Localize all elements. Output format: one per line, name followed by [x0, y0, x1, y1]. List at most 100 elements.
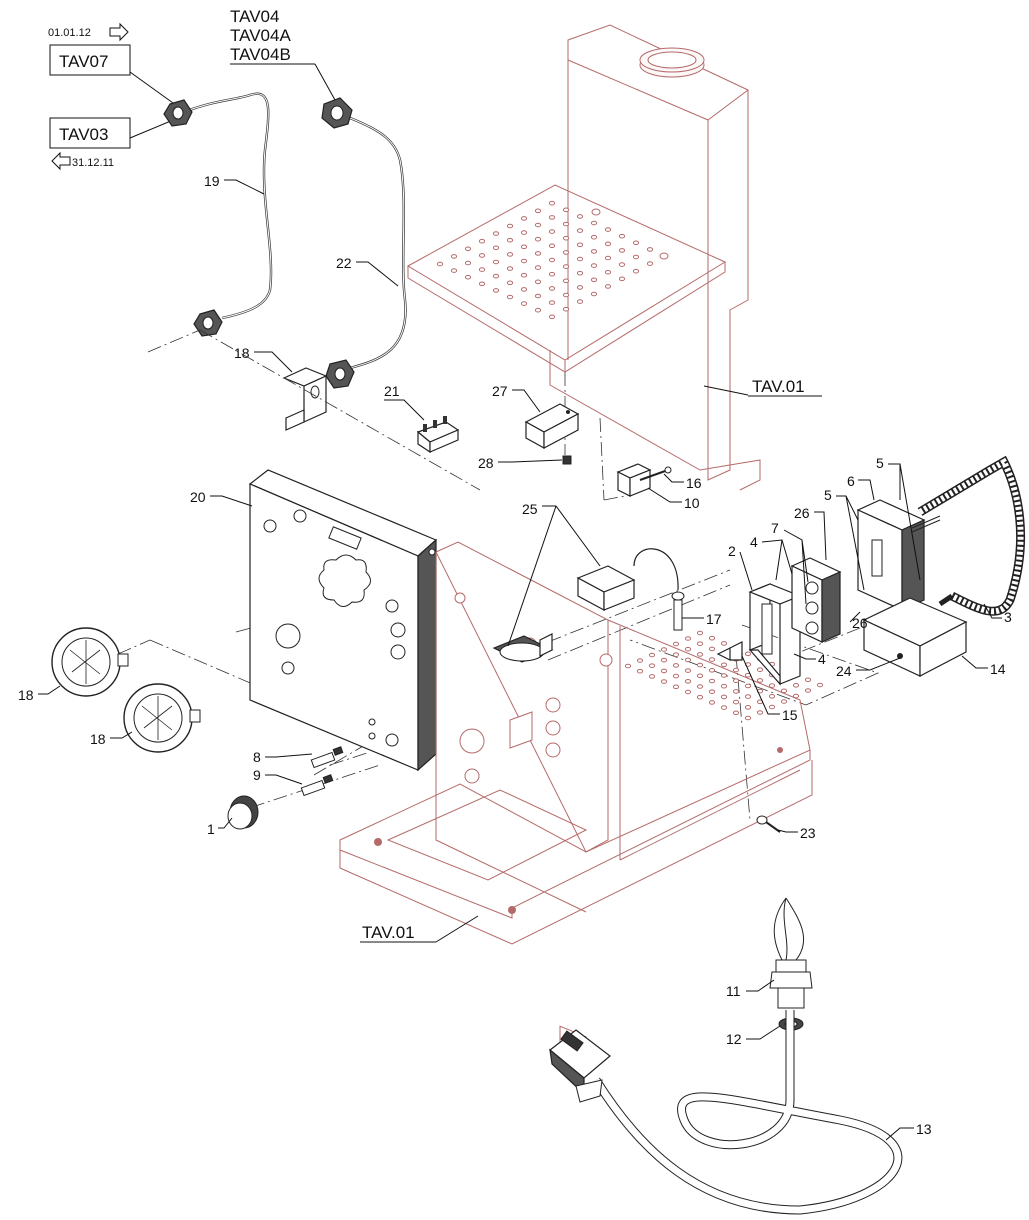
- arrow-left-icon: [51, 151, 71, 171]
- model-header-group: TAV04 TAV04A TAV04B: [230, 7, 336, 101]
- callout-20-text: 20: [190, 489, 206, 505]
- callout-1-text: 1: [207, 821, 215, 837]
- electronic-control-unit: [862, 593, 968, 677]
- callout-4a-text: 4: [750, 534, 758, 550]
- pressure-gauge-icon: [51, 627, 129, 697]
- front-panel: [248, 469, 438, 772]
- water-tank-housing: [567, 24, 749, 481]
- callout-12: 12: [726, 1025, 781, 1047]
- assembly-ref-upper-text: TAV.01: [752, 377, 805, 396]
- callout-2: 2: [728, 543, 753, 591]
- model-tag-tav07: TAV07: [49, 44, 131, 76]
- revision-from-date: 01.01.12: [48, 27, 91, 39]
- connector-cover: [856, 499, 926, 611]
- callout-18-gauge-top: 18: [18, 685, 61, 703]
- pipe-nut-icon: [321, 97, 353, 129]
- callout-4a: 4: [750, 534, 793, 581]
- model-header-line-3: TAV04B: [230, 45, 291, 64]
- power-module-icon: [576, 565, 636, 612]
- callout-13-text: 13: [916, 1121, 932, 1137]
- callout-16-text: 16: [686, 475, 702, 491]
- revision-to-tag: 31.12.11: [51, 151, 114, 171]
- callout-18-gauge-bottom: 18: [90, 731, 133, 747]
- screw-icon: [756, 815, 781, 833]
- callout-8-text: 8: [253, 749, 261, 765]
- callout-17-text: 17: [706, 611, 722, 627]
- callout-3: 3: [983, 603, 1012, 625]
- callout-10-text: 10: [684, 495, 700, 511]
- model-tag-tav03-text: TAV03: [59, 125, 108, 144]
- pipe-nut-icon: [193, 309, 223, 337]
- callout-4b-text: 4: [818, 651, 826, 667]
- perforated-top-plate: [406, 184, 761, 491]
- callout-27-text: 27: [492, 383, 508, 399]
- callout-26a-text: 26: [794, 505, 810, 521]
- pipe-19: [163, 92, 273, 337]
- assembly-ref-lower-text: TAV.01: [362, 923, 415, 942]
- revision-from-tag: 01.01.12: [48, 22, 129, 42]
- callout-17: 17: [682, 611, 722, 627]
- indicator-lamp-icon: [300, 774, 334, 797]
- model-tag-tav07-text: TAV07: [59, 52, 108, 71]
- callout-11-text: 11: [726, 983, 741, 999]
- callout-24-text: 24: [836, 663, 852, 679]
- model-header-line-2: TAV04A: [230, 26, 291, 45]
- callout-26a: 26: [794, 505, 827, 561]
- callout-22: 22: [336, 255, 399, 287]
- callout-9-text: 9: [253, 767, 261, 783]
- model-tag-tav03: TAV03: [49, 117, 131, 149]
- callout-26b: 26: [849, 611, 868, 631]
- callout-20: 20: [190, 489, 253, 507]
- assembly-ref-upper: TAV.01: [703, 377, 822, 397]
- perforation-holes: [436, 200, 668, 320]
- temperature-probe-icon: [633, 548, 685, 631]
- callout-5a: 5: [876, 455, 921, 581]
- pressure-gauge-icon: [123, 683, 201, 753]
- callout-18c-text: 18: [90, 731, 106, 747]
- schuko-plug-icon: [549, 1029, 611, 1103]
- callout-6: 6: [847, 473, 875, 501]
- terminal-block-icon: [416, 416, 460, 454]
- callout-5a-text: 5: [876, 455, 884, 471]
- pipe-22: [321, 97, 407, 389]
- control-box-icon: [524, 403, 580, 450]
- callout-19: 19: [204, 173, 265, 195]
- callout-5b: 5: [824, 487, 865, 591]
- cable-gland-icon: [769, 959, 813, 1009]
- callout-4b: 4: [793, 651, 826, 667]
- callout-25-text: 25: [522, 501, 538, 517]
- callout-1: 1: [207, 817, 233, 837]
- callout-15-text: 15: [782, 707, 798, 723]
- callout-27: 27: [492, 383, 541, 413]
- small-nut-icon: [562, 455, 572, 465]
- callout-11: 11: [726, 979, 775, 999]
- perforation-holes: [624, 630, 824, 721]
- callout-21-text: 21: [384, 383, 400, 399]
- pipe-bracket-icon: [282, 367, 328, 431]
- callout-18-pipe: 18: [234, 345, 293, 373]
- rocker-switch-icon: [492, 633, 554, 663]
- mounting-bracket-icon: [716, 641, 744, 661]
- switch-plate: [790, 557, 842, 643]
- callout-23: 23: [777, 825, 816, 841]
- callout-7-text: 7: [771, 520, 779, 536]
- callout-5b-text: 5: [824, 487, 832, 503]
- callout-8: 8: [253, 749, 313, 765]
- callout-14: 14: [961, 655, 1006, 677]
- callout-21: 21: [384, 383, 425, 421]
- indicator-lamp-icon: [310, 746, 344, 769]
- callout-7: 7: [771, 520, 809, 605]
- assembly-ref-lower: TAV.01: [360, 915, 479, 943]
- push-button-icon: [227, 795, 259, 830]
- power-cord: [549, 897, 903, 1215]
- callout-26b-text: 26: [852, 615, 868, 631]
- microswitch-icon: [616, 463, 672, 497]
- model-header-line-1: TAV04: [230, 7, 279, 26]
- callout-10: 10: [647, 487, 700, 511]
- base-frame: [339, 541, 824, 1060]
- callout-24: 24: [836, 657, 901, 679]
- callout-15: 15: [741, 655, 798, 723]
- pipe-nut-icon: [325, 359, 355, 389]
- callout-25: 25: [507, 501, 601, 647]
